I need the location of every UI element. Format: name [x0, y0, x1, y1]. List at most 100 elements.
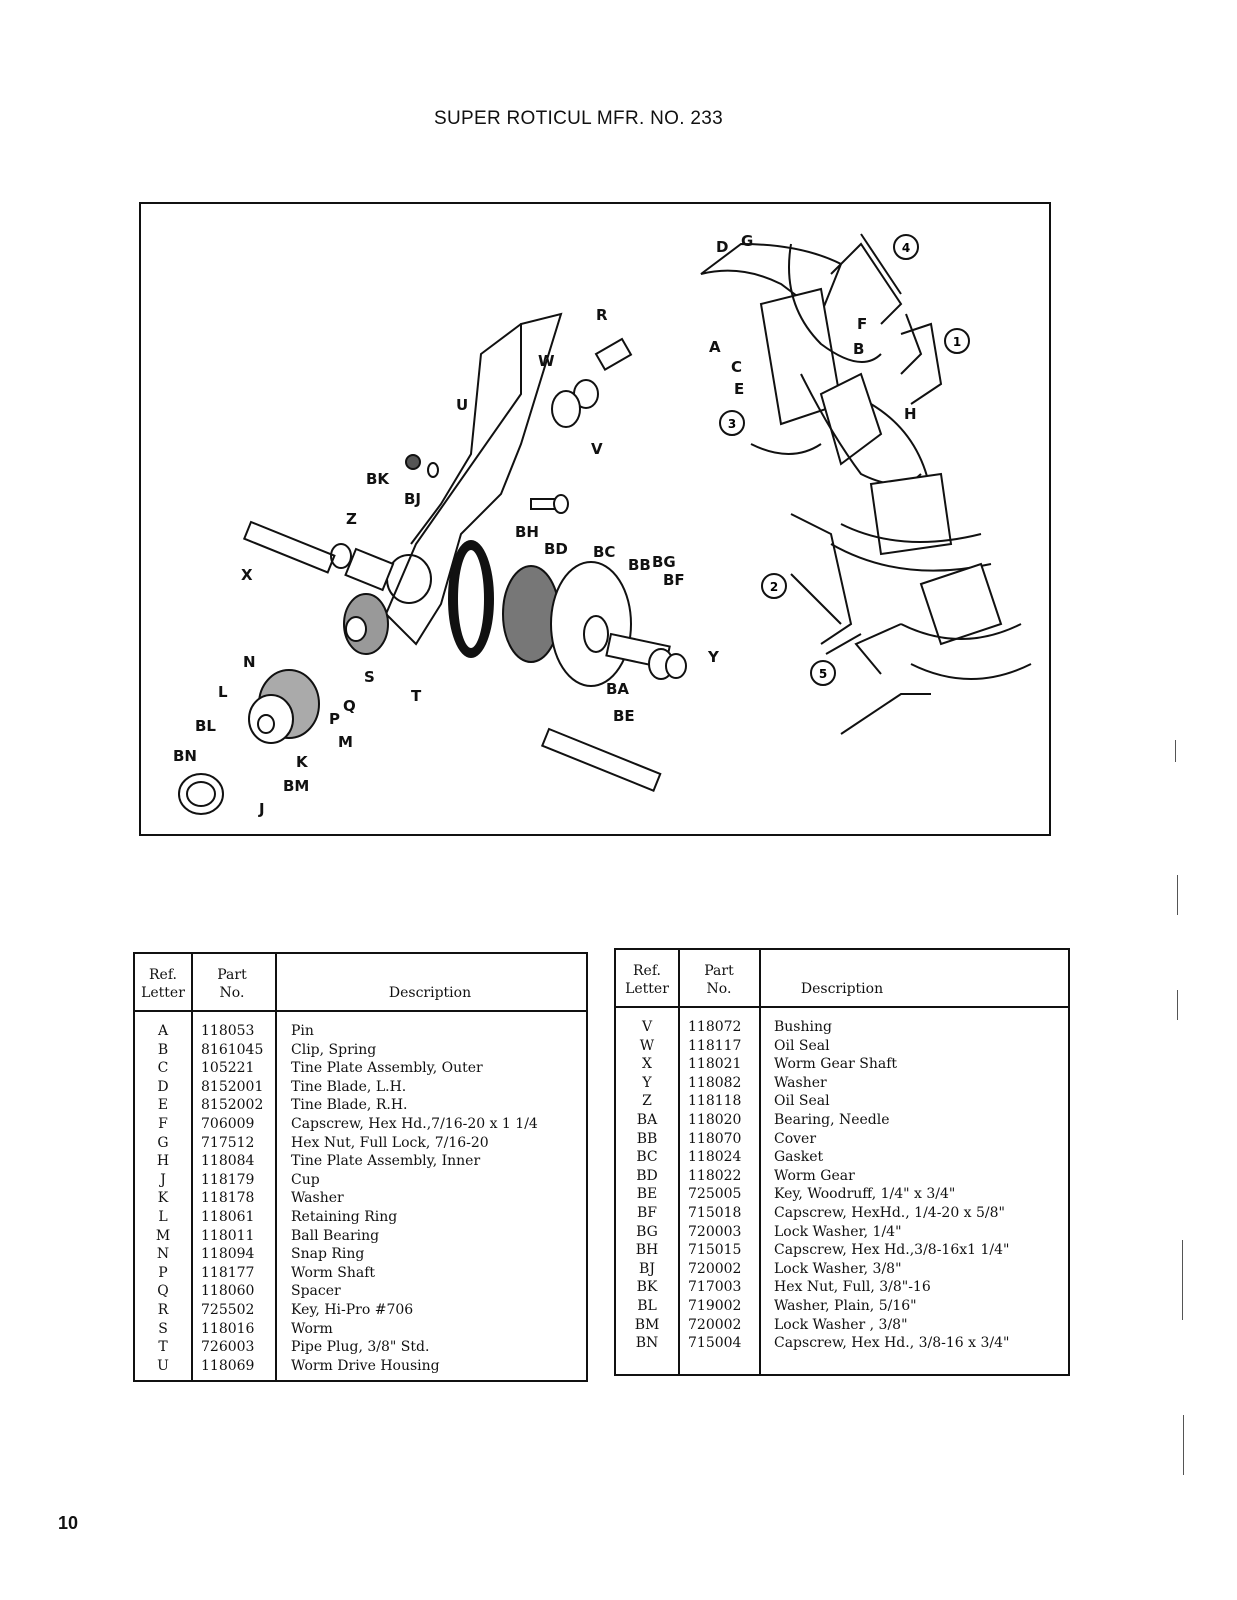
ref-letter: M	[155, 1227, 171, 1244]
header-description: Description	[800, 981, 884, 997]
label-E: E	[734, 380, 744, 398]
header-ref-line1: Ref.	[633, 963, 661, 979]
callout-2	[761, 573, 787, 599]
part-number: 717003	[688, 1279, 742, 1296]
part-description: Cover	[774, 1130, 817, 1147]
label-BF: BF	[663, 571, 685, 589]
label-D: D	[716, 238, 728, 256]
part-description: Snap Ring	[291, 1246, 365, 1263]
part-number: 8152001	[201, 1078, 264, 1095]
part-number: 118177	[201, 1264, 255, 1281]
ref-letter: J	[160, 1171, 166, 1188]
part-description: Clip, Spring	[291, 1041, 377, 1058]
header-ref: Ref. Letter	[135, 966, 191, 1002]
part-description: Tine Plate Assembly, Outer	[291, 1060, 483, 1077]
label-J: J	[258, 800, 265, 818]
part-description: Lock Washer, 1/4"	[774, 1223, 902, 1240]
header-part-line2: No.	[706, 981, 732, 997]
label-W: W	[538, 352, 555, 370]
callout-4	[893, 234, 919, 260]
label-C: C	[731, 358, 742, 376]
column-divider	[275, 954, 277, 1380]
label-N: N	[243, 653, 256, 671]
column-divider	[759, 950, 761, 1374]
part-description: Tine Plate Assembly, Inner	[291, 1153, 481, 1170]
label-Z: Z	[346, 510, 357, 528]
label-BG: BG	[652, 553, 676, 571]
ref-letter: S	[158, 1320, 168, 1337]
ref-letter: G	[157, 1134, 169, 1151]
callout-3-text: 3	[728, 417, 736, 431]
worm-drive-housing-shape	[384, 312, 563, 646]
part-number: 8152002	[201, 1097, 264, 1114]
part-number: 118024	[688, 1149, 742, 1166]
part-description: Key, Woodruff, 1/4" x 3/4"	[774, 1186, 956, 1203]
part-number: 118069	[201, 1357, 255, 1374]
part-description: Worm Shaft	[291, 1264, 376, 1281]
part-number: 118053	[201, 1023, 255, 1039]
header-description: Description	[388, 985, 472, 1001]
part-number: 118178	[201, 1190, 255, 1207]
label-S: S	[364, 668, 375, 686]
label-BM: BM	[283, 777, 309, 795]
label-BK: BK	[366, 470, 390, 488]
callout-5	[810, 660, 836, 686]
ref-letter: W	[639, 1037, 655, 1054]
callout-5-text: 5	[819, 667, 827, 681]
ref-letter: T	[158, 1339, 168, 1356]
label-BE: BE	[613, 707, 635, 725]
label-B: B	[853, 340, 864, 358]
part-number: 8161045	[201, 1041, 264, 1058]
part-number: 715015	[688, 1242, 742, 1259]
ref-letter: V	[641, 1019, 653, 1035]
label-V: V	[591, 440, 603, 458]
part-number: 706009	[201, 1115, 255, 1132]
scan-edge-mark	[1177, 875, 1178, 915]
callout-3	[719, 410, 745, 436]
label-BL: BL	[195, 717, 216, 735]
page-title: SUPER ROTICUL MFR. NO. 233	[0, 108, 1237, 130]
ref-letter: BE	[636, 1186, 658, 1203]
part-number: 717512	[201, 1134, 255, 1151]
ref-letter: E	[157, 1097, 169, 1114]
part-number: 118021	[688, 1056, 742, 1073]
part-description: Capscrew, Hex Hd., 3/8-16 x 3/4"	[774, 1335, 1010, 1352]
scan-edge-mark	[1175, 740, 1176, 762]
header-part: Part No.	[193, 966, 271, 1002]
ref-letter: X	[642, 1056, 652, 1073]
ref-letter: Y	[642, 1074, 652, 1091]
scan-edge-mark	[1182, 1240, 1183, 1320]
ref-letter: P	[158, 1264, 168, 1281]
callout-1	[944, 328, 970, 354]
label-BA: BA	[606, 680, 629, 698]
diagram-svg: 4 1 3 2 5 A B C D E F G H J K L M N P Q …	[173, 232, 1032, 818]
part-number: 118118	[688, 1093, 742, 1110]
part-description: Gasket	[774, 1149, 824, 1166]
part-description: Bearing, Needle	[774, 1111, 890, 1128]
part-description: Tine Blade, L.H.	[291, 1078, 407, 1095]
label-T: T	[411, 687, 422, 705]
ref-letter: BL	[637, 1297, 657, 1314]
ref-letter: A	[157, 1023, 169, 1039]
ref-letter: BJ	[639, 1260, 655, 1277]
